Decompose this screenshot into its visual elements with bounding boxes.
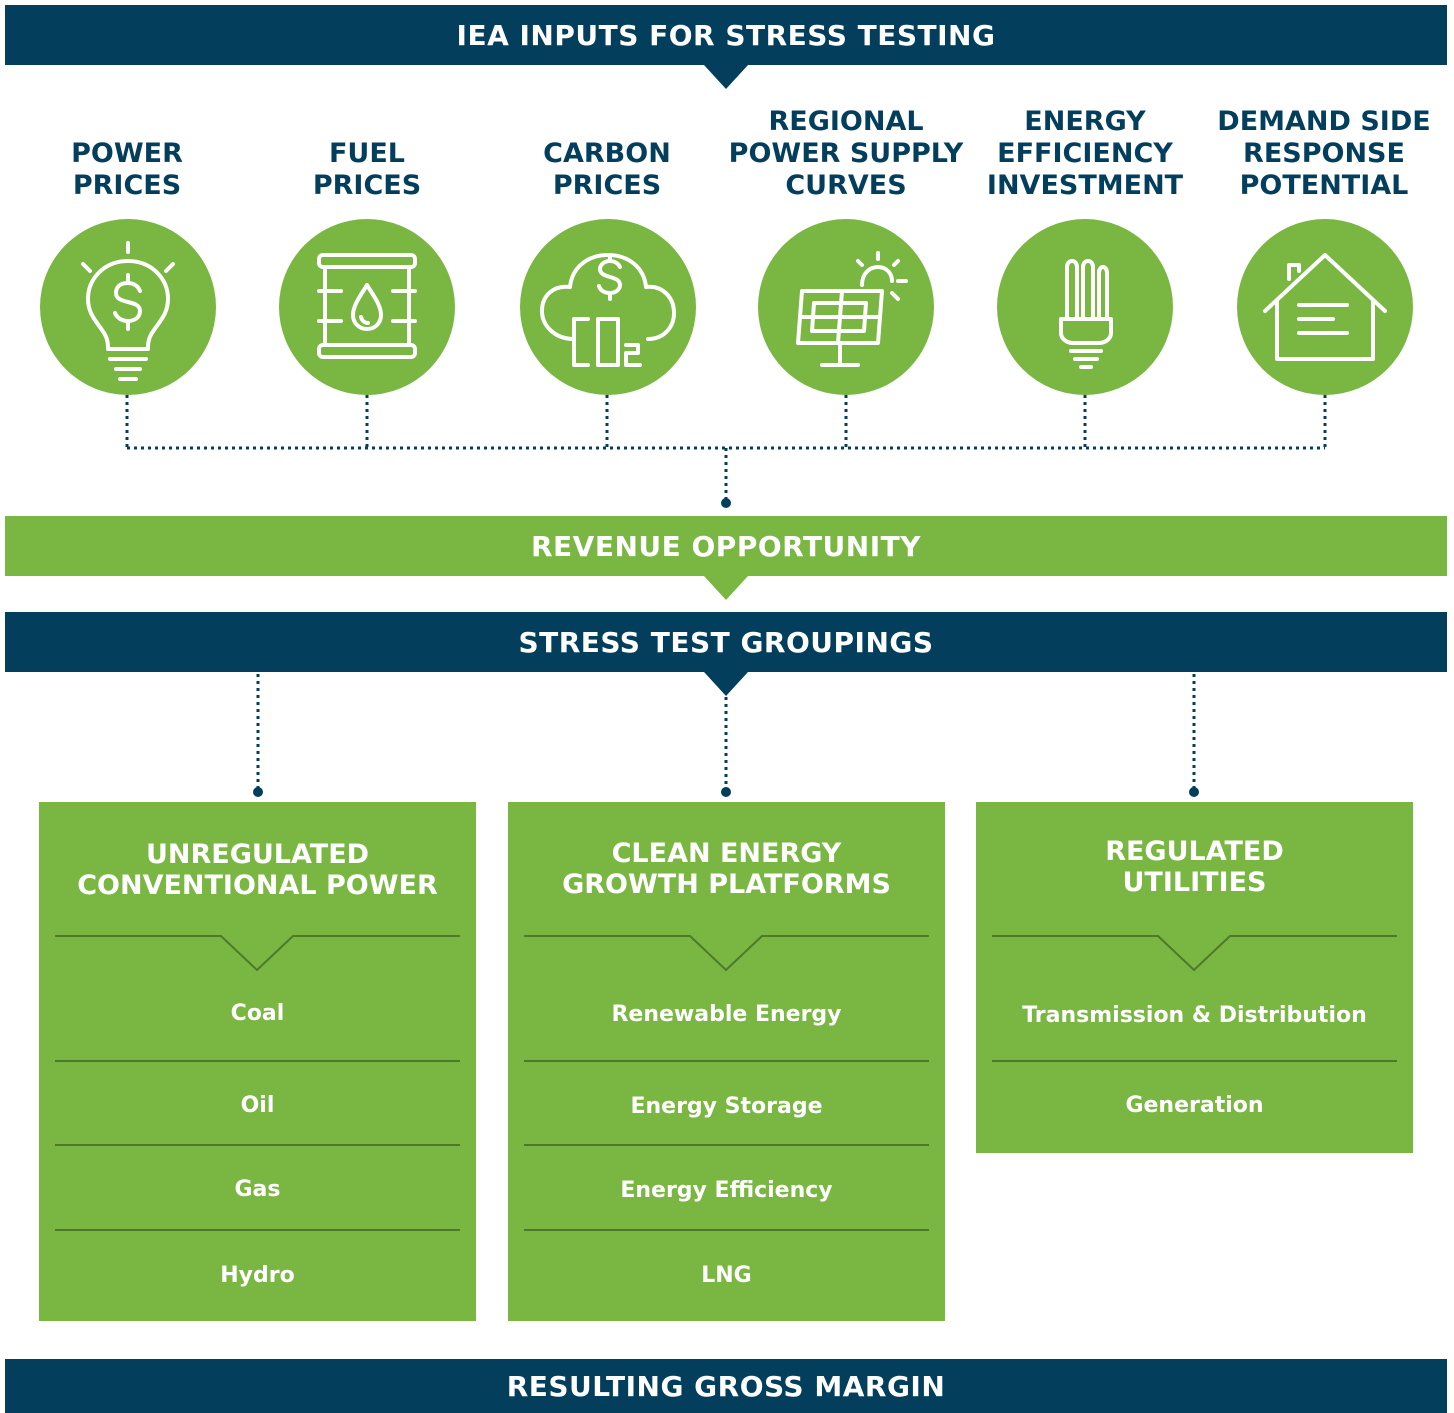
chevron-divider — [524, 935, 929, 972]
demand-side-response-circle — [1237, 219, 1413, 395]
item-separator — [992, 1060, 1397, 1062]
power-prices-circle — [40, 219, 216, 395]
resulting-gross-margin-banner: RESULTING GROSS MARGIN — [5, 1359, 1447, 1413]
group-item: LNG — [701, 1263, 752, 1288]
carbon-prices-circle — [520, 219, 696, 395]
item-separator — [55, 1060, 460, 1062]
item-separator — [524, 1060, 929, 1062]
group-item: Gas — [234, 1177, 281, 1202]
stress-test-groupings-banner: STRESS TEST GROUPINGS — [5, 612, 1447, 672]
lightbulb-dollar-icon — [81, 241, 175, 381]
chevron-divider — [992, 935, 1397, 972]
iea-inputs-banner: IEA INPUTS FOR STRESS TESTING — [5, 5, 1447, 65]
item-separator — [524, 1144, 929, 1146]
iea-inputs-title: IEA INPUTS FOR STRESS TESTING — [456, 18, 996, 52]
house-icon — [1263, 253, 1387, 361]
revenue-opportunity-title: REVENUE OPPORTUNITY — [530, 529, 922, 563]
solar-panel-icon — [796, 251, 908, 367]
chevron-divider — [55, 935, 460, 972]
group-item: Coal — [230, 1001, 285, 1026]
groupings-notch — [704, 672, 748, 696]
group-item: Hydro — [220, 1263, 295, 1288]
resulting-gross-margin-title: RESULTING GROSS MARGIN — [506, 1369, 946, 1403]
energy-efficiency-investment-circle — [997, 219, 1173, 395]
group-item: Oil — [240, 1093, 275, 1118]
regional-power-supply-circle — [758, 219, 934, 395]
stress-test-groupings-title: STRESS TEST GROUPINGS — [518, 625, 934, 659]
group-item: Energy Storage — [630, 1094, 823, 1119]
group-item: Generation — [1125, 1093, 1264, 1118]
banner-notch — [704, 65, 748, 89]
group-item: Transmission & Distribution — [1022, 1003, 1367, 1028]
revenue-notch — [704, 576, 748, 600]
oil-barrel-icon — [317, 253, 417, 359]
revenue-opportunity-banner: REVENUE OPPORTUNITY — [5, 516, 1447, 576]
fuel-prices-circle — [279, 219, 455, 395]
item-separator — [55, 1229, 460, 1231]
cloud-co2-dollar-icon — [540, 253, 676, 367]
item-separator — [524, 1229, 929, 1231]
cfl-bulb-icon — [1059, 259, 1113, 369]
item-separator — [55, 1144, 460, 1146]
group-item: Renewable Energy — [611, 1002, 842, 1027]
group-item: Energy Efficiency — [620, 1178, 833, 1203]
